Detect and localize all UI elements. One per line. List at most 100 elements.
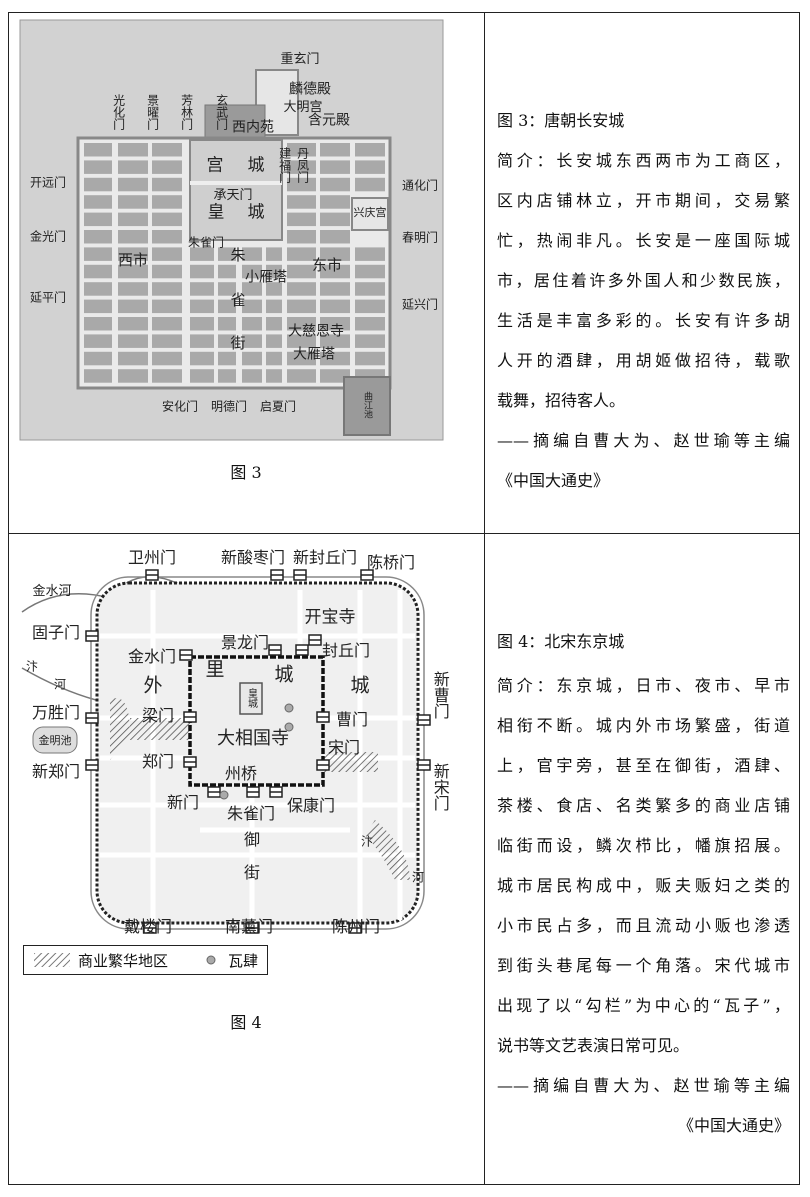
figure3-map-label: 玄武门 bbox=[214, 94, 229, 130]
figure4-map-label: 新宋门 bbox=[430, 763, 450, 811]
figure3-map-label: 春明门 bbox=[401, 230, 439, 245]
figure3-map-label: 城 bbox=[247, 202, 265, 223]
city-ward bbox=[152, 264, 182, 279]
description-line: 简介：东京城，日市、夜市、早市 bbox=[497, 676, 790, 695]
figure4-map-label: 城 bbox=[350, 674, 370, 697]
figure3-map-label: 小雁塔 bbox=[245, 269, 287, 286]
figure3-map-label: 雀 bbox=[230, 290, 246, 309]
city-ward bbox=[84, 212, 112, 227]
city-ward bbox=[287, 369, 316, 383]
city-ward bbox=[190, 369, 214, 383]
figure4-map-label: 梁门 bbox=[141, 706, 175, 726]
city-ward bbox=[190, 299, 214, 314]
figure4-map-label: 新曹门 bbox=[430, 671, 450, 719]
description-line: 上，官宇旁，甚至在御街，酒肆、 bbox=[497, 756, 790, 775]
city-gate-icon bbox=[293, 569, 307, 581]
figure3-map-label: 东市 bbox=[311, 255, 343, 274]
description-line: 小市民占多，而且流动小贩也渗透 bbox=[497, 916, 790, 935]
city-ward bbox=[242, 317, 262, 331]
figure4-map-label: 陈州门 bbox=[331, 917, 381, 937]
figure4-map-label: 南薰门 bbox=[224, 917, 274, 937]
figure3-map-label: 大雁塔 bbox=[293, 346, 335, 363]
city-ward bbox=[152, 369, 182, 383]
city-ward bbox=[218, 282, 236, 296]
city-ward bbox=[355, 177, 385, 192]
description-line: 生活是丰富多彩的。长安有许多胡 bbox=[497, 311, 790, 330]
figure3-map-label: 街 bbox=[230, 333, 246, 352]
column-divider bbox=[484, 12, 485, 1185]
city-ward bbox=[320, 160, 350, 174]
city-ward bbox=[355, 299, 385, 314]
figure-title: 图 3：唐朝长安城 bbox=[497, 111, 625, 130]
figure4-map-label: 新封丘门 bbox=[292, 548, 358, 568]
city-gate-icon bbox=[85, 759, 99, 771]
city-ward bbox=[266, 369, 282, 383]
city-ward bbox=[152, 282, 182, 296]
daming-palace bbox=[255, 69, 299, 136]
figure3-description: 图 3：唐朝长安城简介：长安城东西两市为工商区，区内店铺林立，开市期间，交易繁忙… bbox=[497, 101, 790, 501]
city-ward bbox=[152, 195, 182, 209]
city-ward bbox=[118, 282, 148, 296]
figure3-map-label: 承天门 bbox=[213, 187, 253, 203]
city-ward bbox=[266, 351, 282, 366]
city-ward bbox=[118, 264, 148, 279]
city-gate-icon bbox=[145, 569, 159, 581]
figure3-map-label: 景曜门 bbox=[145, 94, 160, 130]
city-gate-icon bbox=[183, 711, 197, 723]
city-ward bbox=[152, 351, 182, 366]
city-ward bbox=[242, 247, 262, 261]
figure4-map-label: 曹门 bbox=[335, 710, 369, 730]
city-ward bbox=[287, 334, 316, 348]
city-gate-icon bbox=[417, 759, 431, 771]
figure3-map-label: 明德门 bbox=[210, 399, 248, 414]
figure4-map-label: 外 bbox=[143, 674, 163, 697]
city-ward bbox=[152, 299, 182, 314]
figure4-map-label: 固子门 bbox=[31, 623, 81, 643]
figure3-map-label: 延兴门 bbox=[401, 297, 439, 312]
description-line: 忙，热闹非凡。长安是一座国际城 bbox=[497, 231, 790, 250]
city-ward bbox=[355, 247, 385, 261]
city-ward bbox=[320, 369, 350, 383]
city-gate-icon bbox=[316, 759, 330, 771]
city-ward bbox=[218, 264, 236, 279]
city-ward bbox=[320, 334, 350, 348]
city-gate-icon bbox=[348, 922, 362, 934]
city-gate-icon bbox=[417, 714, 431, 726]
legend-commercial: 商业繁华地区 bbox=[78, 951, 169, 970]
city-gate-icon bbox=[143, 922, 157, 934]
city-ward bbox=[320, 230, 350, 244]
city-ward bbox=[355, 264, 385, 279]
figure-title: 图 4：北宋东京城 bbox=[497, 632, 625, 651]
city-ward bbox=[118, 177, 148, 192]
description-line: 到街头巷尾每一个角落。宋代城市 bbox=[497, 956, 790, 975]
figure3-map-label: 光化门 bbox=[111, 94, 126, 130]
city-ward bbox=[355, 317, 385, 331]
city-ward bbox=[320, 264, 350, 279]
city-ward bbox=[118, 247, 148, 261]
city-ward bbox=[355, 143, 385, 157]
figure4-map-label: 皇城 bbox=[245, 688, 257, 708]
city-ward bbox=[190, 334, 214, 348]
city-ward bbox=[152, 160, 182, 174]
city-ward bbox=[152, 143, 182, 157]
figure4-map-label: 开宝寺 bbox=[304, 607, 356, 628]
city-gate-icon bbox=[183, 756, 197, 768]
figure4-map-label: 宋门 bbox=[327, 738, 361, 758]
figure3-map-label: 大慈恩寺 bbox=[288, 323, 344, 340]
figure4-caption: 图 4 bbox=[230, 1013, 262, 1032]
city-ward bbox=[152, 177, 182, 192]
city-ward bbox=[218, 299, 236, 314]
city-ward bbox=[190, 282, 214, 296]
figure4-map-label: 河 bbox=[53, 677, 67, 692]
city-ward bbox=[287, 230, 316, 244]
description-line: 茶楼、食店、名类繁多的商业店铺 bbox=[497, 796, 790, 815]
city-ward bbox=[84, 264, 112, 279]
xineiyuan bbox=[204, 104, 266, 139]
city-gate-icon bbox=[179, 649, 193, 661]
city-ward bbox=[84, 177, 112, 192]
figure4-map-label: 陈桥门 bbox=[366, 553, 416, 573]
figure3-map-label: 芳林门 bbox=[179, 94, 194, 130]
figure4-map-label: 街 bbox=[243, 863, 261, 883]
